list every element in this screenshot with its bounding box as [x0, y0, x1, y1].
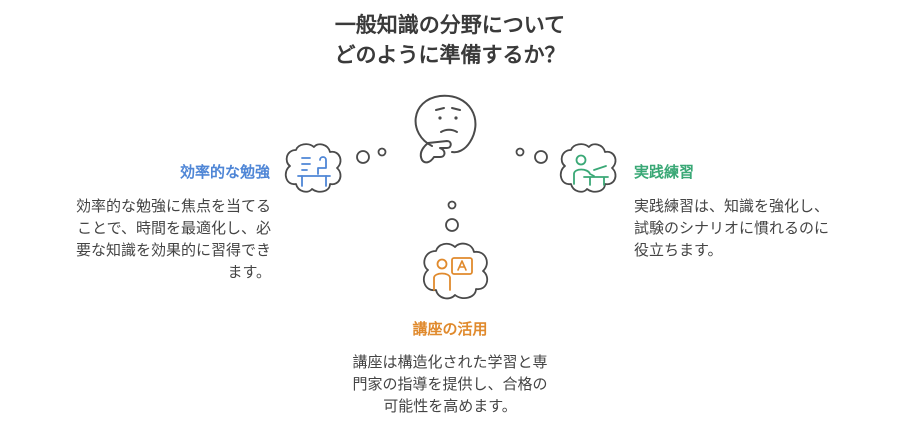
thought-bubbles-left: [356, 147, 387, 164]
right-description-line: 役立ちます。: [634, 241, 723, 259]
title-line-1: 一般知識の分野について: [334, 13, 566, 37]
bottom-description: 講座は構造化された学習と専 門家の指導を提供し、合格の 可能性を高めます。: [280, 351, 620, 417]
right-heading: 実践練習: [634, 163, 695, 181]
study-desk-icon: [284, 143, 342, 193]
title-line-2: どのように準備するか？: [334, 43, 566, 67]
left-description-line: 要な知識を効果的に習得でき: [75, 241, 271, 259]
bottom-description-line: 可能性を高めます。: [383, 397, 517, 415]
left-description-line: ます。: [227, 263, 271, 281]
bottom-description-line: 門家の指導を提供し、合格の: [352, 375, 548, 393]
left-description-line: ことで、時間を最適化し、必: [77, 219, 271, 237]
diagram-title: 一般知識の分野について どのように準備するか？: [250, 10, 650, 70]
person-at-desk-icon: [559, 143, 617, 193]
thought-bubbles-bottom: [445, 200, 459, 232]
thinking-face-icon: [414, 94, 477, 164]
left-description-line: 効率的な勉強に焦点を当てる: [75, 197, 271, 215]
teacher-board-icon: [422, 242, 489, 300]
right-description: 実践練習は、知識を強化し、 試験のシナリオに慣れるのに 役立ちます。: [634, 195, 829, 261]
bottom-description-line: 講座は構造化された学習と専: [352, 353, 548, 371]
left-description: 効率的な勉強に焦点を当てる ことで、時間を最適化し、必 要な知識を効果的に習得で…: [76, 195, 271, 283]
bottom-heading: 講座の活用: [412, 320, 488, 338]
right-description-line: 実践練習は、知識を強化し、: [634, 197, 830, 215]
thought-bubbles-right: [515, 147, 548, 164]
right-description-line: 試験のシナリオに慣れるのに: [634, 219, 830, 237]
left-heading: 効率的な勉強: [179, 163, 270, 181]
